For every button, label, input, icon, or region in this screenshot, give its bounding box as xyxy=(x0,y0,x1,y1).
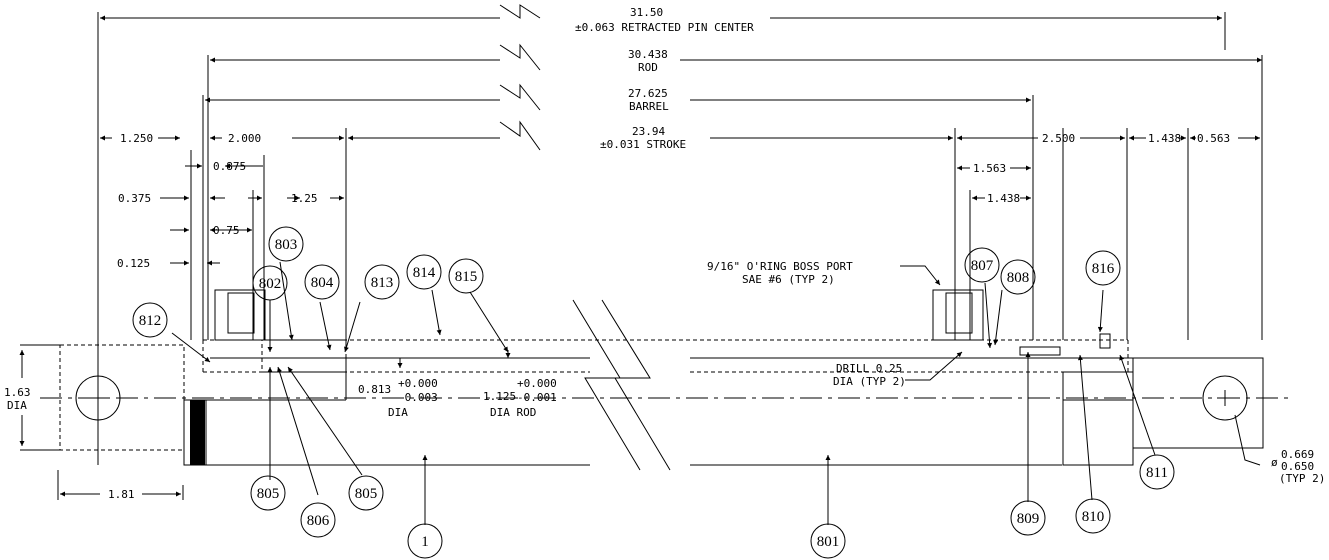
svg-text:804: 804 xyxy=(311,275,334,291)
bore-label: DIA xyxy=(388,406,408,419)
drill-note-line2: DIA (TYP 2) xyxy=(833,375,906,388)
svg-text:805: 805 xyxy=(355,486,378,502)
rod-dia-label: DIA ROD xyxy=(490,406,536,419)
stroke-note: ±0.031 STROKE xyxy=(600,138,686,151)
row-138-dims: 1.250 2.000 2.500 1.438 0.563 xyxy=(100,132,1260,145)
rod-dia-tol-hi: +0.000 xyxy=(517,377,557,390)
dim-0563: 0.563 xyxy=(1197,132,1230,145)
svg-text:1: 1 xyxy=(421,534,429,550)
dim-181: 1.81 xyxy=(108,488,135,501)
svg-text:814: 814 xyxy=(413,265,436,281)
balloon-815: 815 xyxy=(448,258,484,294)
dim-2000: 2.000 xyxy=(228,132,261,145)
balloon-813: 813 xyxy=(364,264,400,300)
overall-note: ±0.063 RETRACTED PIN CENTER xyxy=(575,21,754,34)
balloon-804: 804 xyxy=(304,264,340,300)
svg-text:801: 801 xyxy=(817,534,840,550)
svg-text:809: 809 xyxy=(1017,511,1040,527)
rod-length-value: 30.438 xyxy=(628,48,668,61)
svg-text:807: 807 xyxy=(971,258,994,274)
svg-text:806: 806 xyxy=(307,513,330,529)
cylinder-body xyxy=(40,289,1290,471)
port-right xyxy=(932,289,984,341)
balloon-806: 806 xyxy=(300,502,336,538)
balloon-807: 807 xyxy=(964,247,1000,283)
dim-1563: 1.563 xyxy=(973,162,1006,175)
balloon-814: 814 xyxy=(406,254,442,290)
svg-text:815: 815 xyxy=(455,269,478,285)
svg-text:810: 810 xyxy=(1082,509,1105,525)
rod-dia-value: 1.125 xyxy=(483,390,516,403)
balloon-805-left: 805 xyxy=(250,475,286,511)
balloon-811: 811 xyxy=(1139,454,1175,490)
balloon-802: 802 xyxy=(252,265,288,301)
stroke-dimension: 23.94 ±0.031 STROKE xyxy=(348,120,953,151)
dim-0125: 0.125 xyxy=(117,257,150,270)
balloon-809: 809 xyxy=(1010,500,1046,536)
dim-0875: 0.875 xyxy=(213,160,246,173)
svg-text:802: 802 xyxy=(259,276,282,292)
balloon-805-right: 805 xyxy=(348,475,384,511)
dim-075: 0.75 xyxy=(213,224,240,237)
balloon-803: 803 xyxy=(268,226,304,262)
svg-text:812: 812 xyxy=(139,313,162,329)
stroke-value: 23.94 xyxy=(632,125,665,138)
pin-hole-symbol: ø xyxy=(1271,456,1278,469)
svg-text:805: 805 xyxy=(257,486,280,502)
balloon-808: 808 xyxy=(1000,259,1036,295)
seal-ring xyxy=(190,400,205,465)
svg-text:803: 803 xyxy=(275,237,298,253)
barrel-value: 27.625 xyxy=(628,87,668,100)
balloon-812: 812 xyxy=(132,302,168,338)
rod-length-note: ROD xyxy=(638,61,658,74)
rod-dia-tol-lo: -0.001 xyxy=(517,391,557,404)
balloon-801: 801 xyxy=(810,523,846,559)
notes: 9/16" O'RING BOSS PORT SAE #6 (TYP 2) DR… xyxy=(358,260,1325,485)
balloon-810: 810 xyxy=(1075,498,1111,534)
dia-163-dim: 1.63 DIA xyxy=(4,350,31,446)
svg-text:808: 808 xyxy=(1007,270,1030,286)
bore-tol-hi: +0.000 xyxy=(398,377,438,390)
svg-text:811: 811 xyxy=(1146,465,1168,481)
port-note-line2: SAE #6 (TYP 2) xyxy=(742,273,835,286)
barrel-dimension: 27.625 BARREL xyxy=(205,83,1031,113)
dim-1438b: 1.438 xyxy=(987,192,1020,205)
dim-181-group: 1.81 xyxy=(60,488,181,501)
svg-text:816: 816 xyxy=(1092,261,1115,277)
overall-value: 31.50 xyxy=(630,6,663,19)
right-small-dims: 1.563 1.438 xyxy=(957,162,1031,205)
dim-163-dia: DIA xyxy=(7,399,27,412)
bore-value: 0.813 xyxy=(358,383,391,396)
pin-hole-lo: 0.650 xyxy=(1281,460,1314,473)
pin-hole-hi: 0.669 xyxy=(1281,448,1314,461)
left-small-dims: 0.875 1.25 0.375 0.75 0.125 xyxy=(117,160,344,270)
leaders xyxy=(171,261,1156,525)
overall-dimension: 31.50 ±0.063 RETRACTED PIN CENTER xyxy=(100,4,1222,34)
dim-1250: 1.250 xyxy=(120,132,153,145)
extension-lines xyxy=(20,12,1263,500)
dim-0375: 0.375 xyxy=(118,192,151,205)
bore-tol-lo: -0.003 xyxy=(398,391,438,404)
dim-1438a: 1.438 xyxy=(1148,132,1181,145)
balloon-816: 816 xyxy=(1085,250,1121,286)
pin-hole-note: (TYP 2) xyxy=(1279,472,1325,485)
dim-163: 1.63 xyxy=(4,386,31,399)
rod-dimension: 30.438 ROD xyxy=(210,43,1262,74)
balloon-1: 1 xyxy=(407,523,443,559)
port-left xyxy=(214,289,266,341)
drill-note-line1: DRILL 0.25 xyxy=(836,362,902,375)
dim-125: 1.25 xyxy=(291,192,318,205)
port-note-line1: 9/16" O'RING BOSS PORT xyxy=(707,260,853,273)
dim-2500: 2.500 xyxy=(1042,132,1075,145)
barrel-note: BARREL xyxy=(629,100,669,113)
svg-text:813: 813 xyxy=(371,275,394,291)
